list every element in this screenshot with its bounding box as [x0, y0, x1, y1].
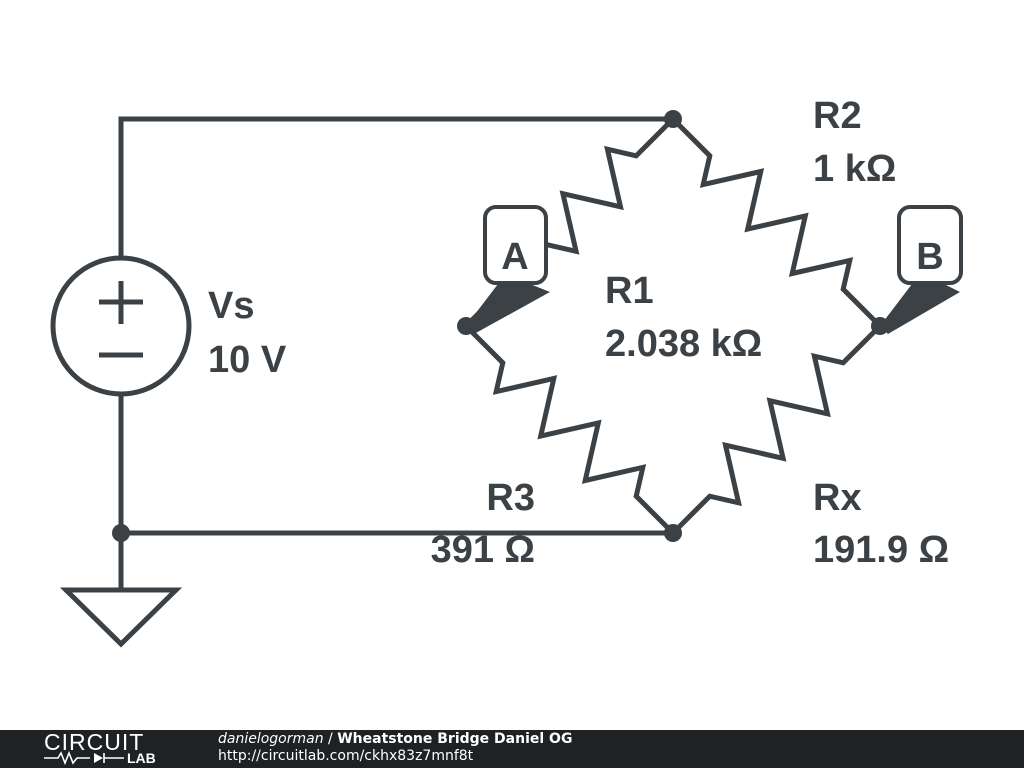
probe-a[interactable]: A — [466, 205, 550, 334]
resistor-rx[interactable] — [671, 324, 882, 535]
r1-name-label: R1 — [605, 270, 654, 312]
voltage-source-circle — [50, 255, 192, 397]
probe-b-box — [897, 205, 963, 285]
probe-a-label: A — [501, 236, 528, 278]
wires — [118, 116, 676, 593]
r3-name-label: R3 — [486, 477, 535, 519]
ground-icon — [59, 587, 183, 648]
circuit-url[interactable]: http://circuitlab.com/ckhx83z7mnf8t — [218, 748, 474, 764]
footer-title-line: danielogorman / Wheatstone Bridge Daniel… — [218, 731, 572, 748]
probe-a-tip — [466, 284, 550, 334]
r3-value-label: 391 Ω — [431, 529, 535, 571]
resistor-r3[interactable] — [464, 324, 675, 535]
probe-a-box — [483, 205, 548, 285]
footer-separator: / — [323, 731, 338, 747]
r2-name-label: R2 — [813, 95, 862, 137]
rx-name-label: Rx — [813, 477, 862, 519]
probe-b-label: B — [916, 236, 943, 278]
logo-circuit-text: CIRCUIT — [44, 729, 145, 755]
probe-b-tip — [880, 284, 960, 334]
author-link[interactable]: danielogorman — [218, 731, 324, 747]
voltage-source[interactable] — [50, 255, 192, 397]
footer-bar: CIRCUIT LAB danielogorman / Wheatstone B… — [0, 730, 1024, 768]
vs-name-label: Vs — [208, 285, 254, 327]
logo-resistor-icon — [44, 750, 124, 766]
r1-value-label: 2.038 kΩ — [605, 323, 762, 365]
circuit-title[interactable]: Wheatstone Bridge Daniel OG — [337, 731, 573, 747]
vs-value-label: 10 V — [208, 339, 287, 381]
resistor-r2[interactable] — [671, 117, 882, 328]
rx-value-label: 191.9 Ω — [813, 529, 949, 571]
logo-lab-text: LAB — [127, 750, 156, 766]
circuitlab-logo[interactable]: CIRCUIT LAB — [44, 731, 176, 767]
node-ground — [112, 524, 130, 542]
wire-top — [118, 116, 676, 261]
node-top — [664, 110, 682, 128]
node-bottom — [664, 524, 682, 542]
probe-b[interactable]: B — [880, 205, 963, 334]
r2-value-label: 1 kΩ — [813, 148, 896, 190]
footer-info: danielogorman / Wheatstone Bridge Daniel… — [218, 731, 572, 765]
